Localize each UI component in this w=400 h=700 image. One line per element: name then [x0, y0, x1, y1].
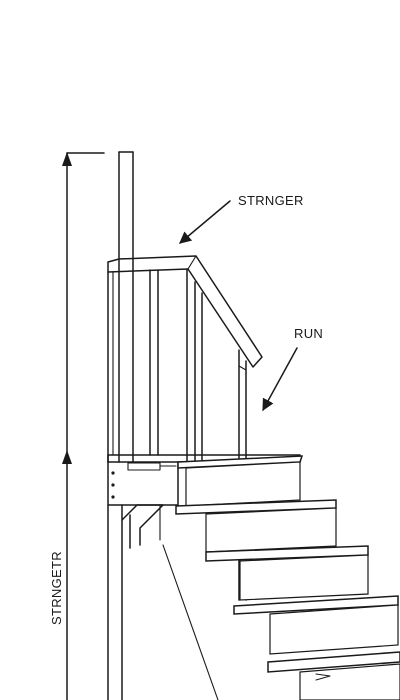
step-3: [205, 545, 369, 601]
step-1: [177, 455, 304, 507]
stringer-side-label: STRNGETR: [49, 551, 64, 625]
dimension-arrow-mid: [62, 450, 72, 464]
height-dimension-line: [62, 152, 105, 700]
lower-supports: [107, 504, 219, 700]
step-2: [175, 499, 337, 553]
step-arrow: [315, 673, 331, 681]
stair-steps: [175, 455, 400, 700]
step-4: [233, 595, 399, 655]
newel-post: [118, 151, 134, 463]
dimension-arrow-top: [62, 152, 72, 166]
handrail: [107, 255, 263, 463]
stringer-leader-arrow: [179, 200, 231, 244]
stringer-label: STRNGER: [238, 193, 304, 208]
run-leader-arrow: [262, 347, 298, 412]
run-label: RUN: [294, 326, 323, 341]
step-5: [267, 651, 400, 700]
